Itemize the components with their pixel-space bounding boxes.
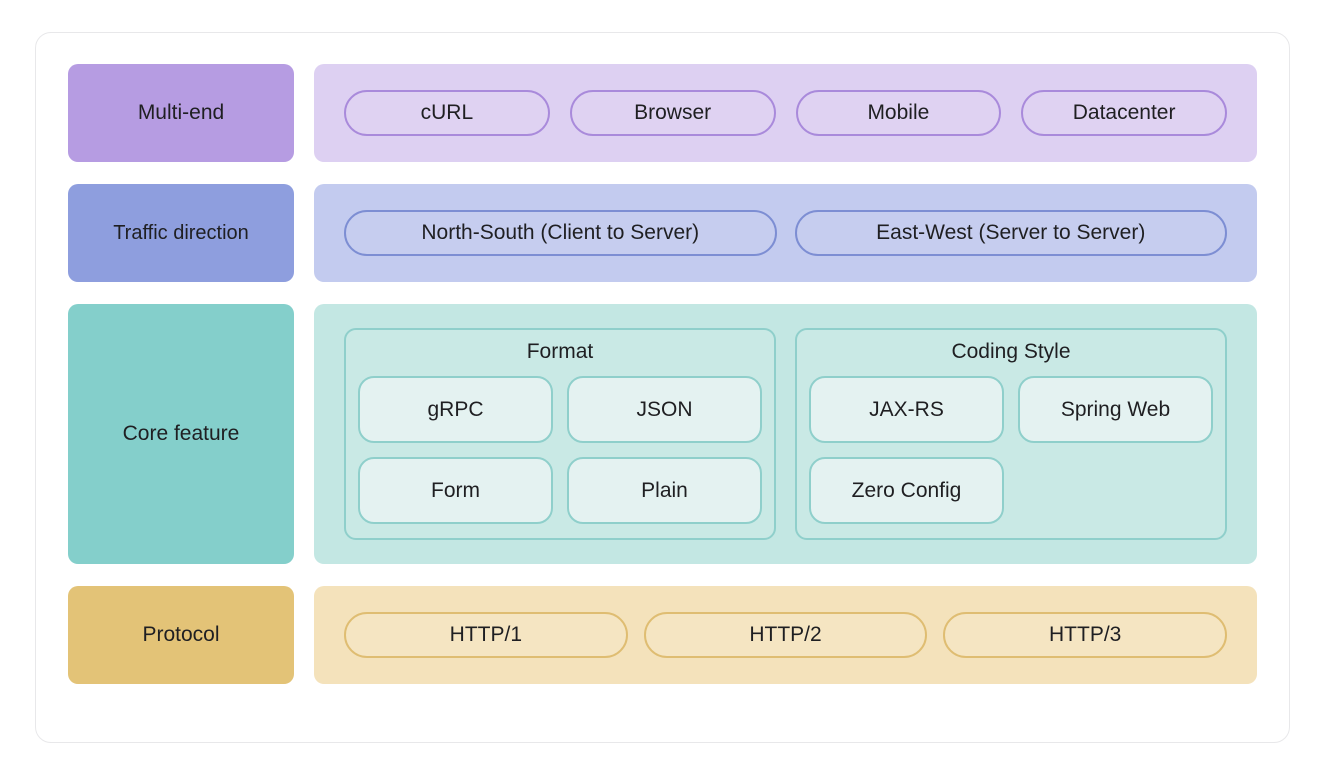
layer-panel-protocol: HTTP/1 HTTP/2 HTTP/3	[314, 586, 1257, 684]
diagram-rows: Multi-end cURL Browser Mobile Datacenter	[68, 64, 1257, 711]
pill-datacenter[interactable]: Datacenter	[1021, 90, 1227, 136]
layer-row-multi-end: Multi-end cURL Browser Mobile Datacenter	[68, 64, 1257, 162]
layer-label-traffic-direction: Traffic direction	[68, 184, 294, 282]
chip-json[interactable]: JSON	[567, 376, 762, 443]
chip-zero-config[interactable]: Zero Config	[809, 457, 1004, 524]
group-format: Format gRPC JSON Form	[344, 328, 776, 540]
diagram-card: Multi-end cURL Browser Mobile Datacenter	[35, 32, 1290, 743]
pill-http-1[interactable]: HTTP/1	[344, 612, 628, 658]
pill-label: HTTP/3	[1049, 623, 1122, 646]
layer-panel-multi-end: cURL Browser Mobile Datacenter	[314, 64, 1257, 162]
pill-label: Datacenter	[1072, 101, 1176, 124]
group-rows-format: gRPC JSON Form Plain	[358, 376, 762, 524]
layer-row-protocol: Protocol HTTP/1 HTTP/2 HTTP/3	[68, 586, 1257, 684]
layer-label-text: Core feature	[122, 422, 240, 445]
layer-row-traffic-direction: Traffic direction North-South (Client to…	[68, 184, 1257, 282]
layer-label-text: Multi-end	[137, 101, 225, 124]
group-title-coding-style: Coding Style	[951, 340, 1071, 363]
chip-form[interactable]: Form	[358, 457, 553, 524]
layer-row-core-feature: Core feature Format gRPC JSON	[68, 304, 1257, 564]
pill-browser[interactable]: Browser	[569, 90, 776, 136]
pill-label: HTTP/1	[449, 623, 522, 646]
chip-label: Spring Web	[1060, 397, 1171, 421]
pill-http-3[interactable]: HTTP/3	[943, 612, 1228, 658]
layer-label-multi-end: Multi-end	[68, 64, 294, 162]
layer-label-protocol: Protocol	[68, 586, 294, 684]
chip-row: gRPC JSON	[358, 376, 762, 443]
pill-label: North-South (Client to Server)	[421, 221, 700, 244]
layer-label-text: Traffic direction	[113, 221, 249, 244]
chip-row: Zero Config	[809, 457, 1213, 524]
pill-north-south[interactable]: North-South (Client to Server)	[344, 210, 777, 256]
chip-jax-rs[interactable]: JAX-RS	[809, 376, 1004, 443]
group-title-format: Format	[526, 340, 594, 363]
pill-label: East-West (Server to Server)	[876, 221, 1146, 244]
layer-panel-core-feature: Format gRPC JSON Form	[314, 304, 1257, 564]
pill-curl[interactable]: cURL	[344, 90, 550, 136]
chip-label: Zero Config	[851, 478, 962, 502]
chip-row: Form Plain	[358, 457, 762, 524]
pill-label: HTTP/2	[749, 623, 822, 646]
layer-label-text: Protocol	[142, 623, 220, 646]
layer-panel-traffic-direction: North-South (Client to Server) East-West…	[314, 184, 1257, 282]
chip-label: Form	[431, 478, 480, 502]
chip-row: JAX-RS Spring Web	[809, 376, 1213, 443]
chip-plain[interactable]: Plain	[567, 457, 762, 524]
chip-label: Plain	[641, 478, 688, 502]
chip-grpc[interactable]: gRPC	[358, 376, 553, 443]
pill-http-2[interactable]: HTTP/2	[643, 612, 928, 658]
chip-spring-web[interactable]: Spring Web	[1018, 376, 1213, 443]
group-coding-style: Coding Style JAX-RS Spring Web	[795, 328, 1227, 540]
chip-label: JAX-RS	[869, 397, 944, 421]
group-rows-coding-style: JAX-RS Spring Web Zero Config	[809, 376, 1213, 524]
layer-label-core-feature: Core feature	[68, 304, 294, 564]
pill-label: Mobile	[867, 101, 930, 124]
pill-mobile[interactable]: Mobile	[795, 90, 1002, 136]
pill-label: cURL	[420, 101, 474, 124]
pill-label: Browser	[634, 101, 712, 124]
chip-label: gRPC	[427, 397, 484, 421]
pill-east-west[interactable]: East-West (Server to Server)	[794, 210, 1227, 256]
chip-label: JSON	[636, 397, 693, 421]
